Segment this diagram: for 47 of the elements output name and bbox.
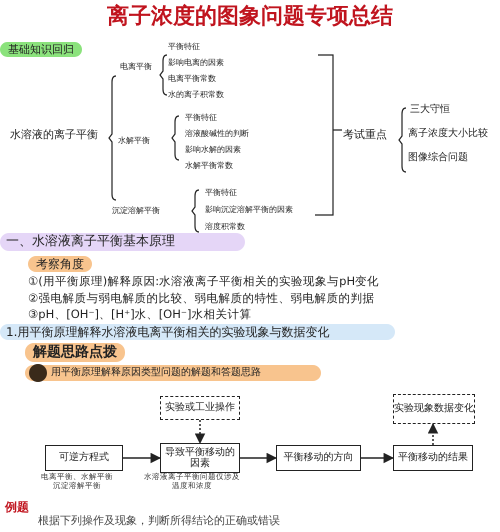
- banner-text: 用平衡原理解释原因类型问题的解题和答题思路: [25, 365, 321, 381]
- leaf-label: 平衡特征: [168, 42, 200, 52]
- section-heading: 一、水溶液离子平衡基本原理: [0, 233, 245, 251]
- arrow: [123, 452, 162, 464]
- branch-label: 水解平衡: [118, 136, 150, 146]
- section-heading: 基础知识回归: [0, 42, 82, 58]
- list-item: ③pH、[OH⁻]、[H⁺]水、[OH⁻]水相关计算: [28, 308, 252, 322]
- leaf-label: 三大守恒: [410, 104, 450, 116]
- leaf-label: 影响水解的因素: [185, 145, 241, 155]
- process-box: [393, 445, 473, 471]
- leaf-label: 影响电离的因素: [168, 58, 224, 68]
- node-text: 可逆方程式: [59, 452, 109, 464]
- node-text: 导致平衡移动的因素: [164, 446, 236, 470]
- process-box: [276, 445, 361, 471]
- leaf-label: 溶液酸碱性的判断: [185, 129, 249, 139]
- dashed-box: [160, 396, 240, 420]
- leaf-label: 平衡特征: [205, 188, 237, 198]
- leaf-label: 水解平衡常数: [185, 161, 233, 171]
- dashed-box: [393, 394, 475, 424]
- list-item: ②强电解质与弱电解质的比较、弱电解质的特性、弱电解质的判据: [28, 292, 374, 306]
- subheading: 解题思路点拨: [25, 343, 125, 362]
- process-box: [45, 445, 123, 471]
- arrow: [361, 452, 394, 464]
- leaf-label: 离子浓度大小比较: [408, 128, 488, 140]
- leaf-label: 影响沉淀溶解平衡的因素: [205, 205, 293, 215]
- list-item: ①(用平衡原理)解释原因:水溶液离子平衡相关的实验现象与pH变化: [28, 275, 380, 289]
- node-text: 实验或工业操作: [165, 402, 235, 414]
- example-heading: 例题: [5, 500, 29, 514]
- arrow: [194, 420, 206, 444]
- key-point-label: 考试重点: [343, 128, 387, 142]
- leaf-label: 电离平衡常数: [168, 74, 216, 84]
- instruction-text: 根据下列操作及现象，判断所得结论的正确或错误: [38, 514, 280, 528]
- branch-label: 电离平衡: [120, 62, 152, 72]
- node-text: 平衡移动的结果: [398, 452, 468, 464]
- node-text: 平衡移动的方向: [284, 452, 354, 464]
- root-label: 水溶液的离子平衡: [10, 128, 98, 142]
- branch-label: 沉淀溶解平衡: [112, 206, 160, 216]
- title: 离子浓度的图象问题专项总结: [106, 4, 394, 30]
- arrow: [240, 452, 278, 464]
- subheading: 考察角度: [28, 256, 92, 272]
- node-text: 实验现象数据变化: [394, 403, 474, 415]
- leaf-label: 水的离子积常数: [168, 90, 224, 100]
- highlight-note: 1.用平衡原理解释水溶液电离平衡相关的实验现象与数据变化: [0, 324, 396, 340]
- arrow: [428, 422, 438, 445]
- leaf-label: 平衡特征: [185, 113, 217, 123]
- leaf-label: 图像综合问题: [408, 152, 468, 164]
- leaf-label: 溶度积常数: [205, 222, 245, 232]
